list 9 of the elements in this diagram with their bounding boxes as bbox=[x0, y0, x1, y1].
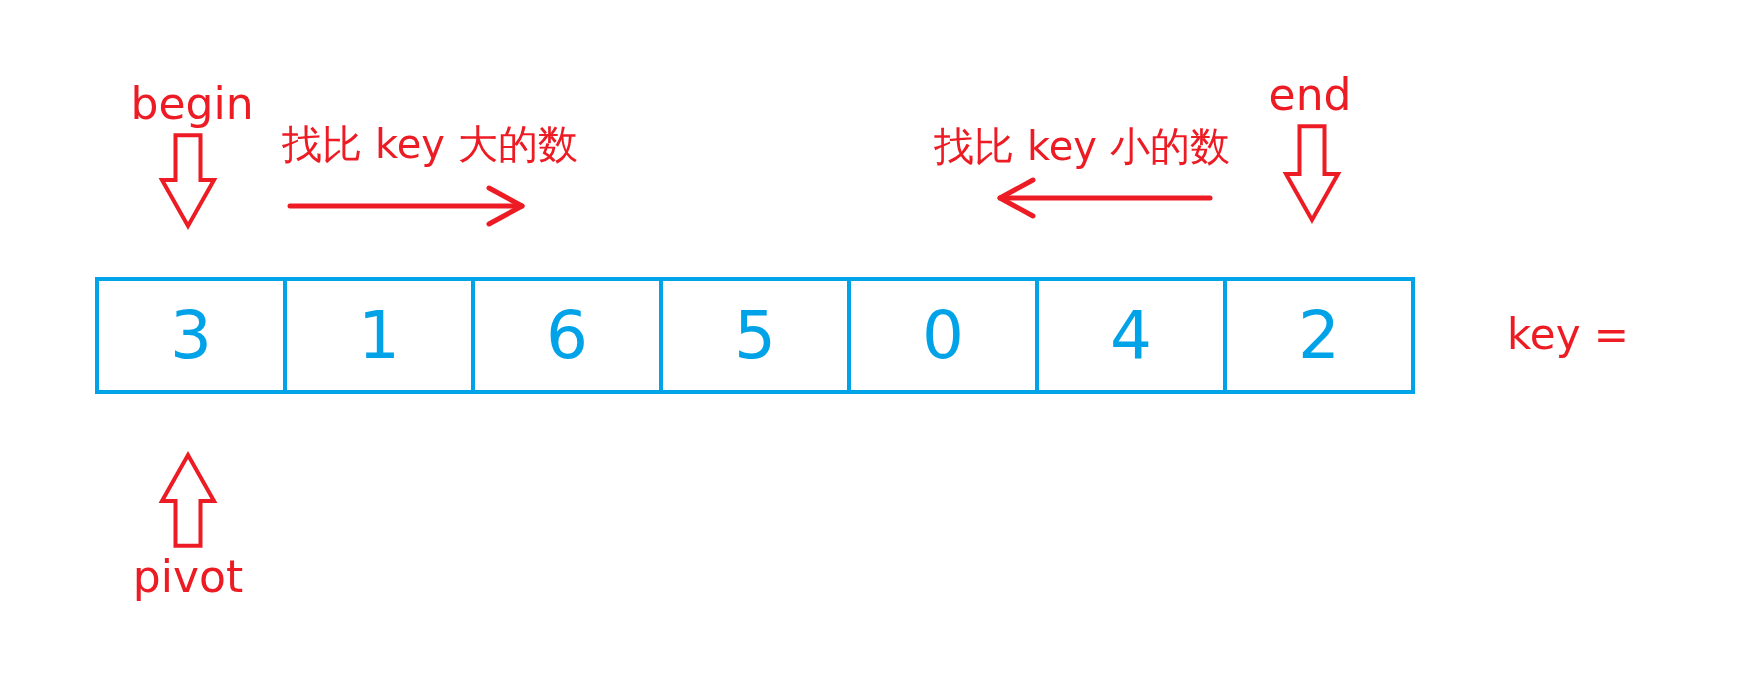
key-label: key = bbox=[1506, 310, 1630, 360]
direction-note: 找比 key 大的数 bbox=[282, 121, 578, 167]
block-arrow bbox=[1282, 124, 1342, 225]
pointer-label: begin bbox=[130, 78, 254, 130]
pointer-label: pivot bbox=[132, 551, 244, 603]
block-arrow bbox=[158, 450, 218, 548]
direction-note: 找比 key 小的数 bbox=[934, 123, 1230, 169]
pointer-label: end bbox=[1268, 69, 1352, 121]
block-arrow bbox=[158, 133, 218, 231]
